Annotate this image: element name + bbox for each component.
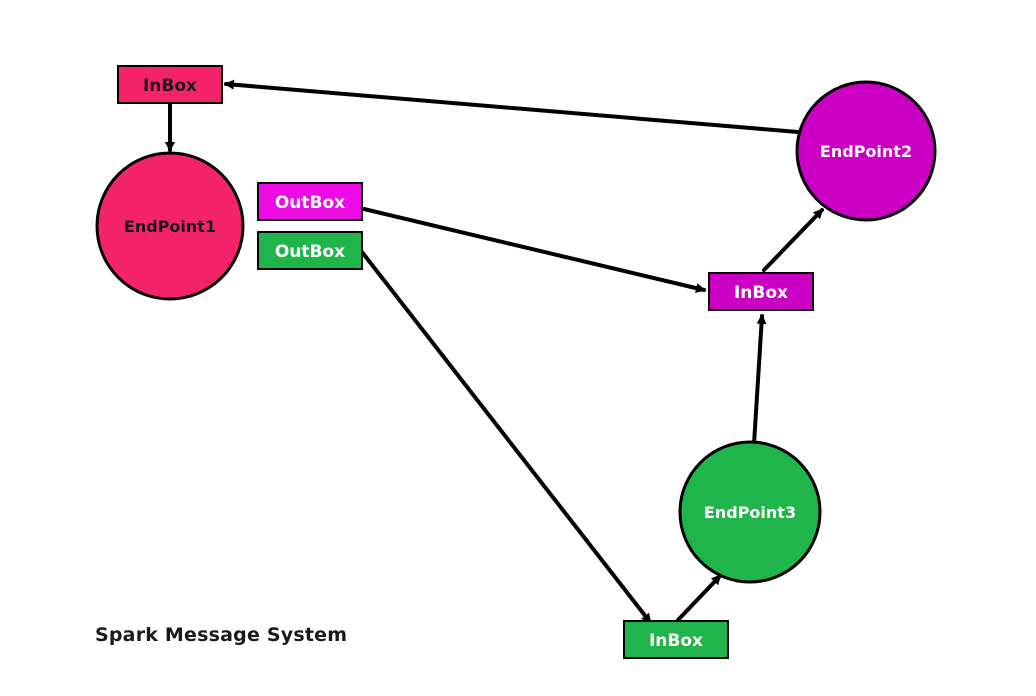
edge-outbox-green-to-inbox3 xyxy=(360,250,652,624)
edges xyxy=(165,79,824,624)
inbox-endpoint3: InBox xyxy=(623,620,729,659)
endpoint3-node: EndPoint3 xyxy=(678,440,822,584)
edge-outbox-magenta-to-inbox2 xyxy=(362,207,706,294)
outbox-magenta: OutBox xyxy=(257,182,363,221)
endpoint1-label: EndPoint1 xyxy=(124,217,216,236)
edge-endpoint3-to-inbox2 xyxy=(752,314,767,446)
diagram-caption: Spark Message System xyxy=(95,624,348,646)
inbox-endpoint1-label: InBox xyxy=(143,76,197,96)
outbox-green: OutBox xyxy=(257,231,363,270)
inbox-endpoint3-label: InBox xyxy=(649,631,703,651)
inbox-endpoint2-label: InBox xyxy=(734,283,788,303)
outbox-green-label: OutBox xyxy=(275,242,345,262)
edge-inbox3-to-endpoint3 xyxy=(676,574,722,622)
endpoint2-label: EndPoint2 xyxy=(820,142,912,161)
endpoint1-node: EndPoint1 xyxy=(95,151,245,301)
edge-inbox2-to-endpoint2 xyxy=(762,208,824,272)
inbox-endpoint1: InBox xyxy=(117,65,223,104)
endpoint3-label: EndPoint3 xyxy=(704,503,796,522)
outbox-magenta-label: OutBox xyxy=(275,193,345,213)
endpoint2-node: EndPoint2 xyxy=(795,80,937,222)
inbox-endpoint2: InBox xyxy=(708,272,814,311)
edge-endpoint2-to-inbox1 xyxy=(224,79,800,134)
